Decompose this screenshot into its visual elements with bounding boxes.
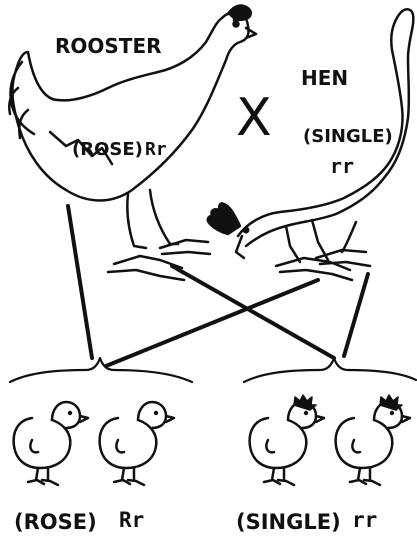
hen-label: HEN [301,68,348,88]
offspring-left-trait-label: (ROSE) [14,512,97,533]
offspring-chicks-single [250,395,410,485]
chick-icon [336,402,410,485]
chick-icon [14,402,88,485]
offspring-chicks-rose [14,402,174,485]
chick-icon [250,402,324,485]
rooster-genotype-label: Rr [145,141,167,159]
chick-icon [100,402,174,485]
rooster-trait-label: (ROSE) [72,141,143,159]
offspring-left-genotype-label: Rr [119,510,144,531]
cross-symbol: X [236,92,272,144]
rooster-label: ROOSTER [55,36,162,56]
hen-genotype-label: rr [330,156,354,176]
offspring-braces [10,358,416,382]
comb-icon [294,395,316,410]
offspring-right-trait-label: (SINGLE) [236,512,341,533]
offspring-right-genotype-label: rr [352,510,377,531]
hen-trait-label: (SINGLE) [303,128,393,146]
comb-icon [380,395,402,410]
